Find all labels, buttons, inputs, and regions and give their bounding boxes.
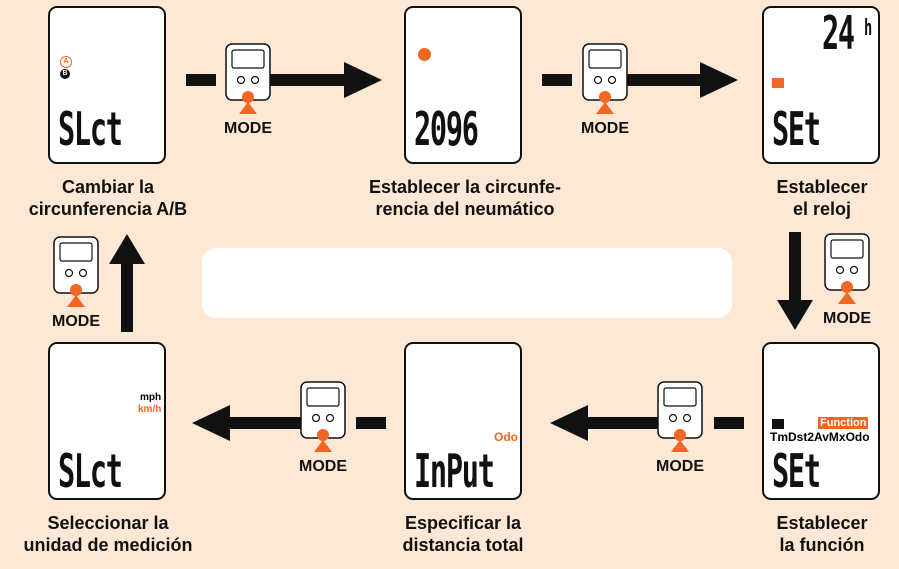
- device-mode-icon: [300, 381, 346, 452]
- device-mode-icon: [657, 381, 703, 452]
- mode-label: MODE: [52, 313, 100, 330]
- mode-label: MODE: [224, 120, 272, 137]
- function-label: Function: [818, 417, 869, 429]
- wheel-ab-icon: A B: [60, 56, 72, 79]
- display-text: SLct: [58, 102, 123, 156]
- screen-set-function: Function TmDst2AvMxOdo SEt: [762, 342, 880, 500]
- device-mode-icon: [225, 43, 271, 114]
- screen-total-distance: Odo InPut: [404, 342, 522, 500]
- screen-tire-circumference: 2096: [404, 6, 522, 164]
- device-mode-icon: [53, 236, 99, 307]
- caption-s6-line1: Seleccionar la: [47, 513, 169, 533]
- caption-s3-line2: el reloj: [792, 199, 852, 219]
- screen-set-clock: 24 h SEt: [762, 6, 880, 164]
- caption-s6-line2: unidad de medición: [23, 535, 193, 555]
- caption-s3-line1: Establecer: [776, 177, 868, 197]
- screen-circumference-ab: A B SLct: [48, 6, 166, 164]
- caption-s1-line2: circunferencia A/B: [28, 199, 188, 219]
- device-mode-icon: [582, 43, 628, 114]
- caption-s5-line1: Especificar la: [404, 513, 522, 533]
- arrow-right-2: [542, 62, 738, 98]
- device-mode-icon: [824, 233, 870, 304]
- mode-label: MODE: [581, 120, 629, 137]
- display-text: 2096: [414, 102, 479, 156]
- caption-s5-line2: distancia total: [402, 535, 524, 555]
- arrow-right-1: [186, 62, 382, 98]
- caption-s2-line1: Establecer la circunfe-: [368, 177, 562, 197]
- unit-kmh: km/h: [138, 404, 162, 415]
- clock-icon: [772, 419, 784, 429]
- center-panel: [202, 248, 732, 318]
- wheel-icon: [418, 48, 431, 61]
- arrow-left-2: [192, 405, 386, 441]
- caption-s1-line1: Cambiar la: [61, 177, 155, 197]
- display-text: SEt: [772, 444, 821, 498]
- mode-label: MODE: [823, 310, 871, 327]
- unit-mph: mph: [140, 392, 162, 403]
- display-text: InPut: [414, 444, 495, 498]
- caption-s4-line2: la función: [779, 535, 865, 555]
- display-text: SEt: [772, 102, 821, 156]
- caption-s4-line1: Establecer: [776, 513, 868, 533]
- mode-label: MODE: [656, 458, 704, 475]
- mode-label: MODE: [299, 458, 347, 475]
- display-text: SLct: [58, 444, 123, 498]
- clock-icon: [772, 78, 784, 88]
- clock-hour-suffix: h: [864, 16, 872, 41]
- caption-s2-line2: rencia del neumático: [375, 199, 555, 219]
- arrow-down: [777, 232, 813, 330]
- clock-hours: 24: [822, 6, 855, 60]
- odo-label: Odo: [494, 430, 518, 444]
- arrow-left-1: [550, 405, 744, 441]
- function-items: TmDst2AvMxOdo: [770, 430, 870, 444]
- arrow-up: [109, 234, 145, 332]
- screen-unit-selection: mph km/h SLct: [48, 342, 166, 500]
